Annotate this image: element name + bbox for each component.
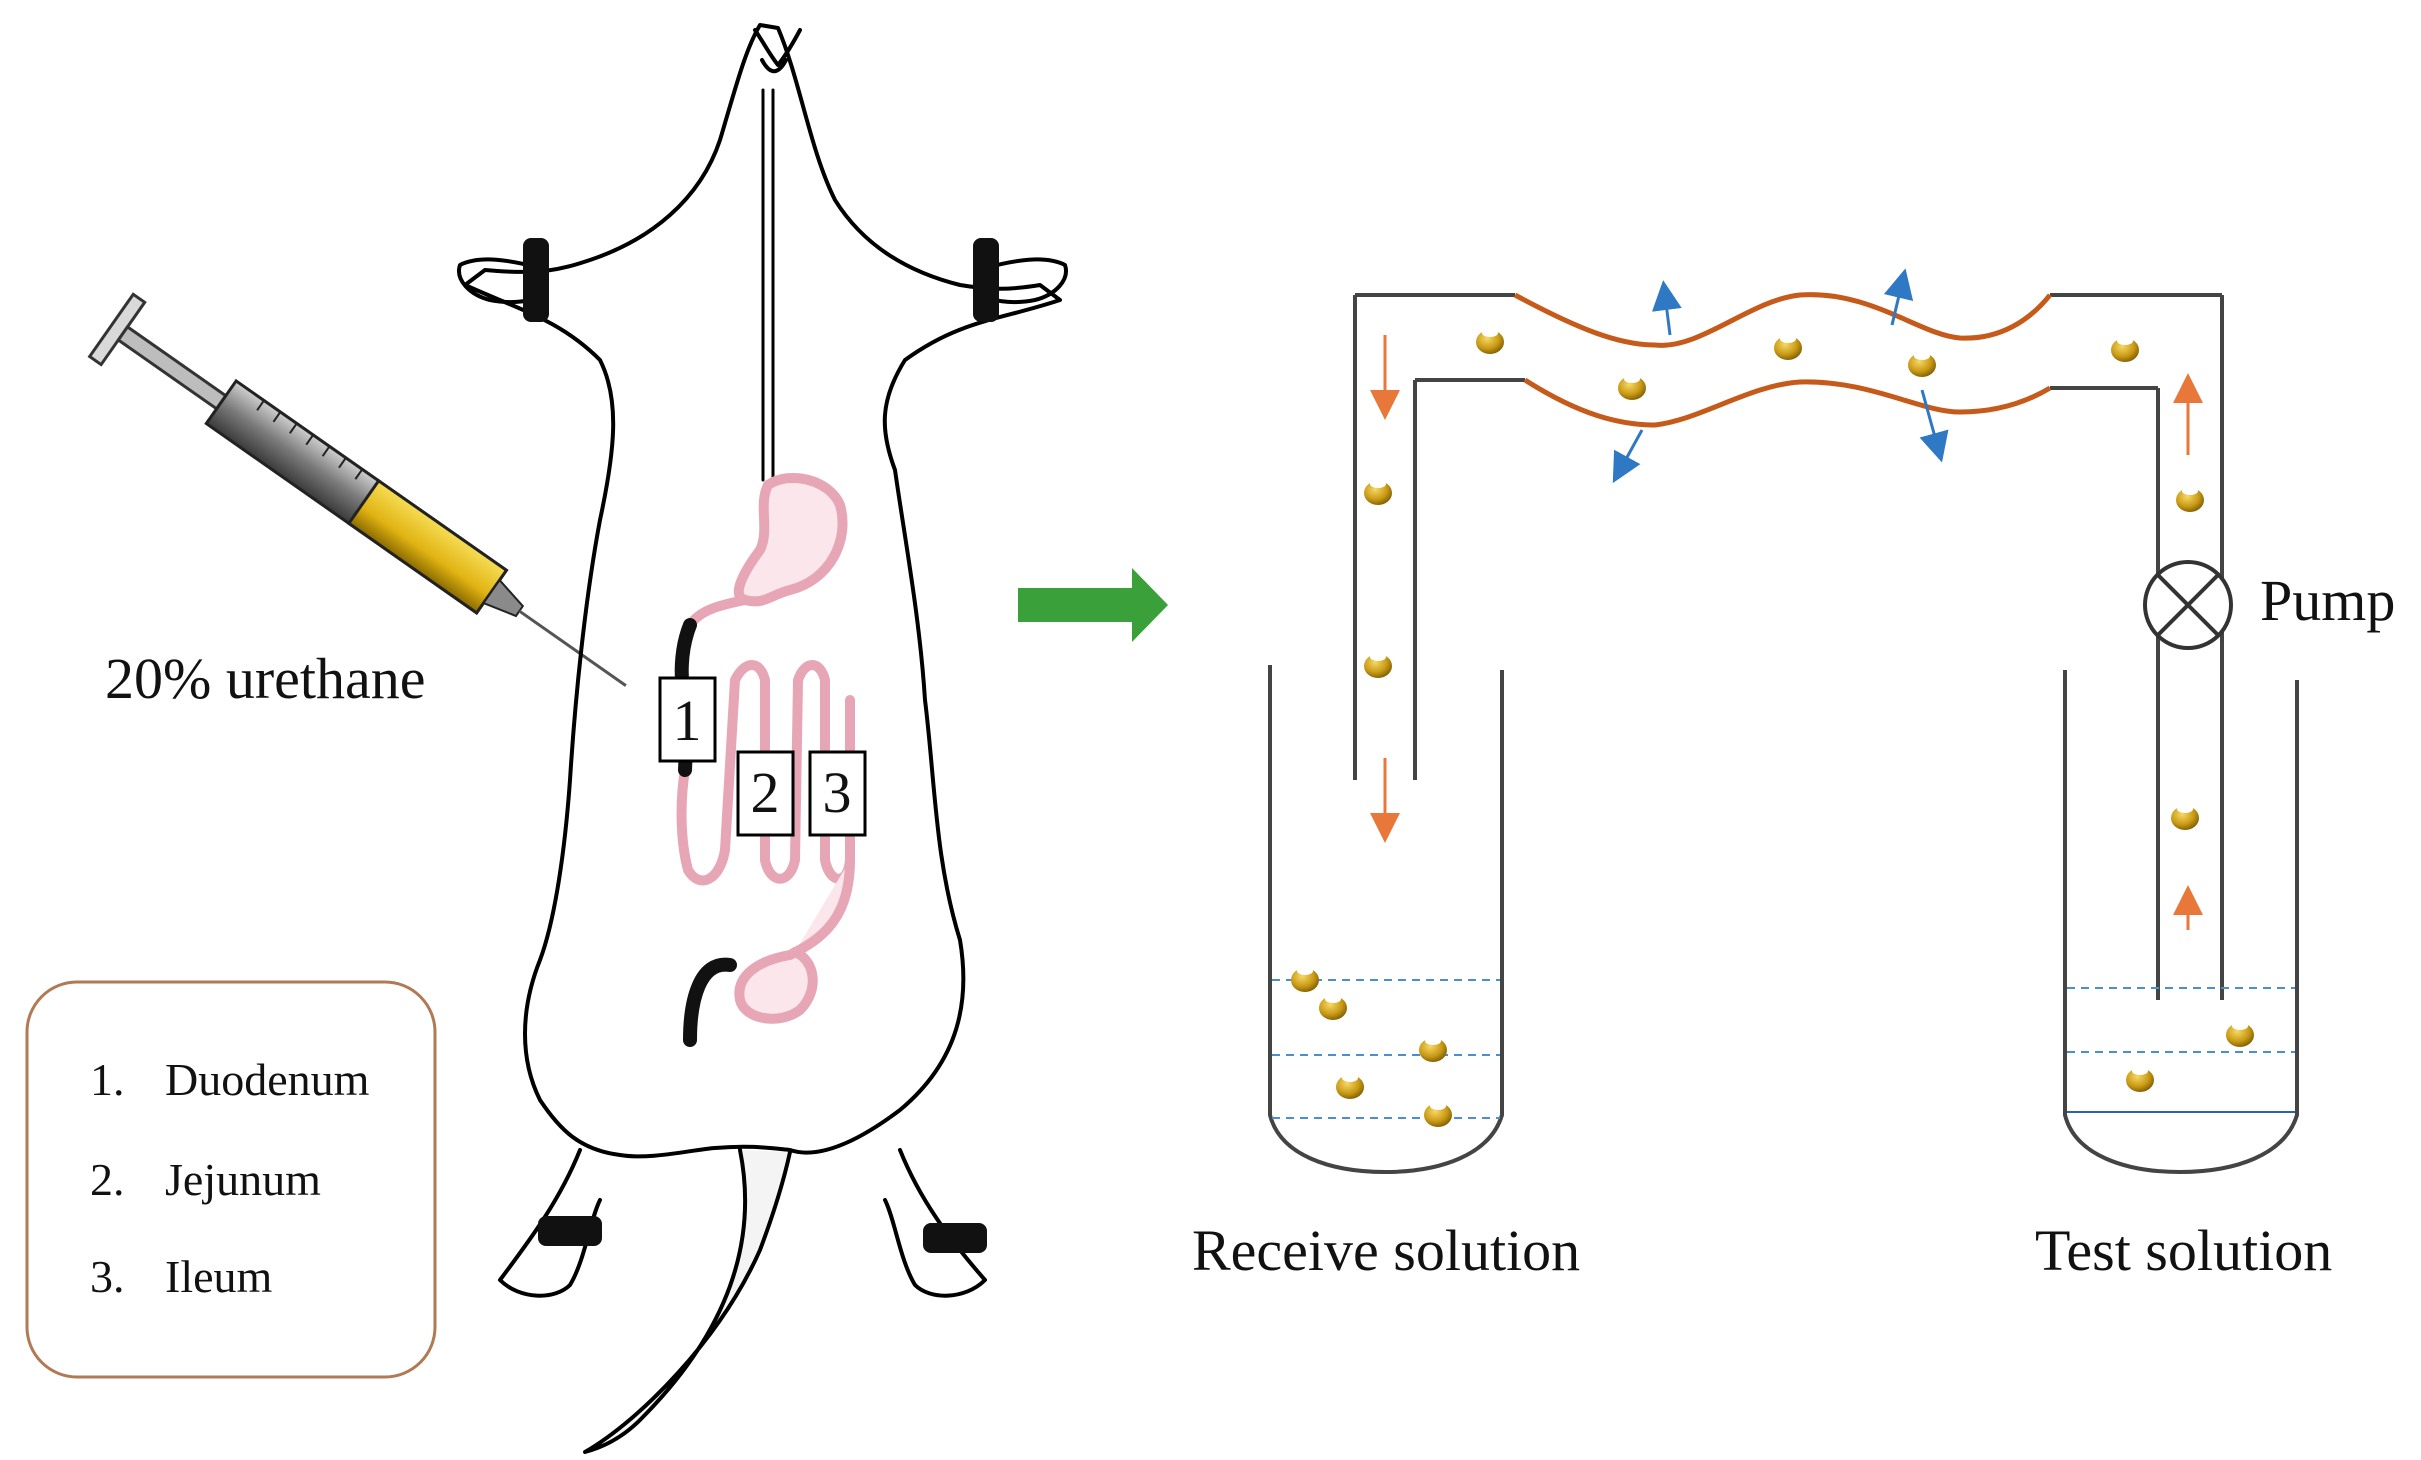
intestinal-membrane [1513, 292, 2052, 428]
rat-tail [583, 1148, 792, 1454]
particle [2111, 337, 2139, 362]
drug-particles [1291, 329, 2254, 1127]
particle [1774, 335, 1802, 360]
cecum [734, 855, 855, 1024]
diffusion-arrows [1612, 268, 1949, 484]
legend-box: 1. Duodenum 2. Jejunum 3. Ileum [25, 980, 437, 1379]
receive-solution-label: Receive solution [1192, 1218, 1580, 1283]
particle [1319, 995, 1347, 1020]
rat-right-hindpaw [883, 1148, 987, 1298]
particle [2126, 1067, 2154, 1092]
particle [1476, 329, 1504, 354]
particle [2226, 1022, 2254, 1047]
anesthetic-label: 20% urethane [105, 646, 425, 711]
test-solution-label: Test solution [2035, 1218, 2332, 1283]
diffusion-arrow-1 [1651, 280, 1682, 336]
flow-arrows [1370, 335, 2203, 930]
rat-right-forepaw [978, 257, 1068, 305]
segment-number-3: 3 [823, 760, 852, 825]
diffusion-arrow-4 [1919, 389, 1949, 463]
receive-beaker [1268, 665, 1504, 1175]
particle [1336, 1074, 1364, 1099]
rat-icon [457, 23, 1068, 1454]
rat-left-forepaw [457, 257, 547, 305]
diffusion-arrow-2 [1612, 429, 1644, 484]
test-beaker [2063, 670, 2299, 1175]
right-arrow-icon [1018, 568, 1168, 642]
particle [2171, 805, 2199, 830]
particle [1618, 375, 1646, 400]
rat-snout [753, 28, 802, 67]
segment-number-1: 1 [673, 688, 702, 753]
diffusion-arrow-3 [1883, 268, 1914, 326]
legend-name-3: Ileum [165, 1251, 273, 1302]
colon-black [683, 957, 737, 1047]
segment-box-1: 1 [658, 676, 717, 763]
legend-num-1: 1. [90, 1054, 125, 1105]
particle [1291, 967, 1319, 992]
particle [2176, 487, 2204, 512]
stomach [733, 472, 848, 607]
legend-name-1: Duodenum [165, 1054, 370, 1105]
particle [1908, 352, 1936, 377]
particle [1364, 480, 1392, 505]
particle [1419, 1037, 1447, 1062]
segment-number-2: 2 [751, 760, 780, 825]
pump-label: Pump [2260, 568, 2395, 633]
particle [1424, 1102, 1452, 1127]
segment-box-2: 2 [736, 750, 795, 837]
pump-icon [2143, 560, 2233, 650]
syringe-icon [87, 292, 627, 687]
particle [1364, 653, 1392, 678]
legend-name-2: Jejunum [165, 1154, 321, 1205]
legend-num-2: 2. [90, 1154, 125, 1205]
segment-box-3: 3 [808, 750, 867, 837]
legend-num-3: 3. [90, 1251, 125, 1302]
perfusion-apparatus [1353, 293, 2224, 1000]
